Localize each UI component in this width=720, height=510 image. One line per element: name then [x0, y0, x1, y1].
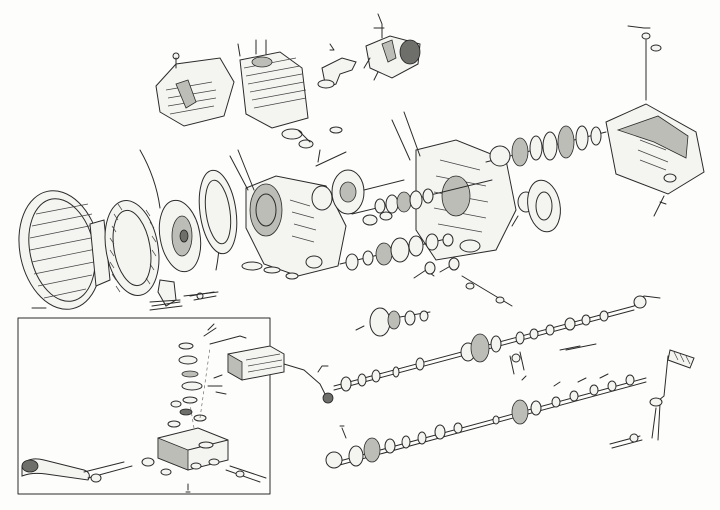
gear-cluster-lower: [339, 233, 454, 271]
cylinder-barrel: [237, 39, 343, 163]
flywheel-magneto: [104, 149, 238, 296]
footrest-bracket: [227, 345, 334, 404]
kickstart-shaft: [355, 307, 431, 337]
crankshaft: [311, 151, 405, 215]
selector-linkage-inset: [17, 317, 271, 495]
main-drive-shaft: [333, 295, 661, 392]
crankcase-left: [229, 149, 347, 280]
countershaft: [325, 374, 647, 469]
intake-manifold: [317, 43, 357, 89]
gear-selector-drum: [413, 257, 513, 307]
fasteners: [31, 291, 609, 387]
gear-change-lever: [21, 458, 133, 483]
clutch-lever: [149, 279, 217, 311]
kickstart-pedal: [609, 349, 695, 449]
selector-pivot-stack: [167, 323, 247, 428]
carburettor: [363, 13, 421, 81]
crankcase-right: [391, 111, 517, 261]
gearbox-shafts: [485, 125, 607, 233]
fan-cowl-grille: [18, 190, 111, 310]
side-cover: [605, 25, 705, 217]
cylinder-head: [155, 52, 235, 127]
selector-small-parts: [141, 347, 267, 493]
gear-cluster-upper: [351, 179, 493, 226]
